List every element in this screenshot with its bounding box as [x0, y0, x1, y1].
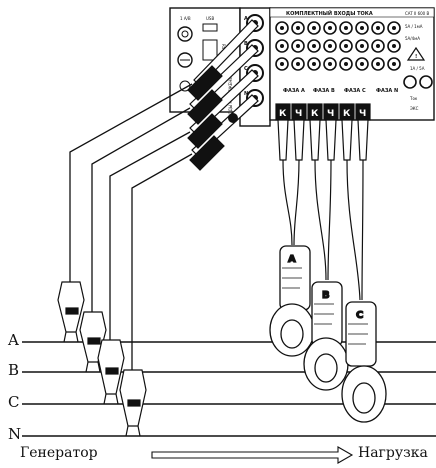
plug-ch-a: Ч	[295, 109, 302, 119]
generator-label: Генератор	[20, 445, 98, 461]
left-label-2: USB	[206, 16, 214, 21]
alligator-clip-n[interactable]	[119, 369, 147, 437]
right-label-5: ЭКС	[410, 106, 419, 111]
meter-device: КОМПЛЕКТНЫЙ ВХОДЫ ТОКА CAT II 600 В 1 А/…	[169, 7, 435, 171]
alligator-clip-a[interactable]	[57, 281, 85, 343]
current-clamp-a[interactable]: A	[269, 245, 315, 357]
direction-arrow-icon	[151, 446, 354, 464]
voltage-leads	[69, 83, 193, 370]
alligator-clip-c[interactable]	[97, 339, 125, 405]
right-label-2: 5А/4мА	[405, 36, 420, 41]
alligator-clips	[57, 281, 147, 437]
current-group-label-b: ФАЗА B	[313, 88, 335, 94]
plug-ch-c: Ч	[359, 109, 366, 119]
power-knob[interactable]	[177, 26, 193, 42]
rs232-port[interactable]	[202, 39, 218, 61]
clamp-label-c: C	[356, 310, 363, 321]
device-indicator-icon	[228, 113, 238, 123]
right-label-3: 1А / 5А	[410, 66, 425, 71]
current-leads	[282, 159, 364, 301]
current-clamps: A B C	[269, 245, 387, 423]
load-label: Нагрузка	[358, 445, 428, 461]
left-label-1: 1 А/В	[180, 16, 191, 21]
svg-text:!: !	[415, 54, 417, 60]
phase-label-a: A	[8, 331, 19, 349]
clamp-label-a: A	[288, 254, 296, 265]
device-header-text: КОМПЛЕКТНЫЙ ВХОДЫ ТОКА	[286, 9, 373, 17]
voltage-plugs	[187, 19, 259, 171]
plug-k-a: К	[279, 109, 287, 119]
right-label-4: Ток	[409, 96, 418, 101]
voltage-input-label-n: N	[244, 91, 248, 97]
phase-label-b: B	[8, 361, 20, 379]
current-clamp-c[interactable]: C	[341, 301, 387, 423]
voltage-input-label-c: C	[244, 66, 248, 72]
voltage-input-label-a: A	[244, 16, 248, 22]
current-plugs: К Ч К Ч К Ч	[275, 103, 371, 161]
current-group-label-n: ФАЗА N	[376, 88, 398, 94]
warning-triangle-icon	[406, 46, 426, 61]
phase-label-n: N	[8, 425, 22, 443]
plug-ch-b: Ч	[327, 109, 334, 119]
clamp-label-b: B	[322, 290, 330, 301]
usb-port[interactable]	[202, 23, 218, 32]
cat-rating-text: CAT II 600 В	[405, 11, 429, 16]
plug-k-c: К	[343, 109, 351, 119]
plug-k-b: К	[311, 109, 319, 119]
current-jack-grid: 5А / 1мА 5А/4мА ! 1А / 5А Ток ЭКС	[275, 21, 433, 111]
current-clamp-b[interactable]: B	[303, 281, 349, 391]
voltage-input-label-b: B	[244, 41, 248, 47]
current-group-label-c: ФАЗА C	[344, 88, 366, 94]
phase-label-c: C	[8, 393, 20, 411]
current-group-label-a: ФАЗА A	[283, 88, 305, 94]
right-label-1: 5А / 1мА	[405, 24, 423, 29]
